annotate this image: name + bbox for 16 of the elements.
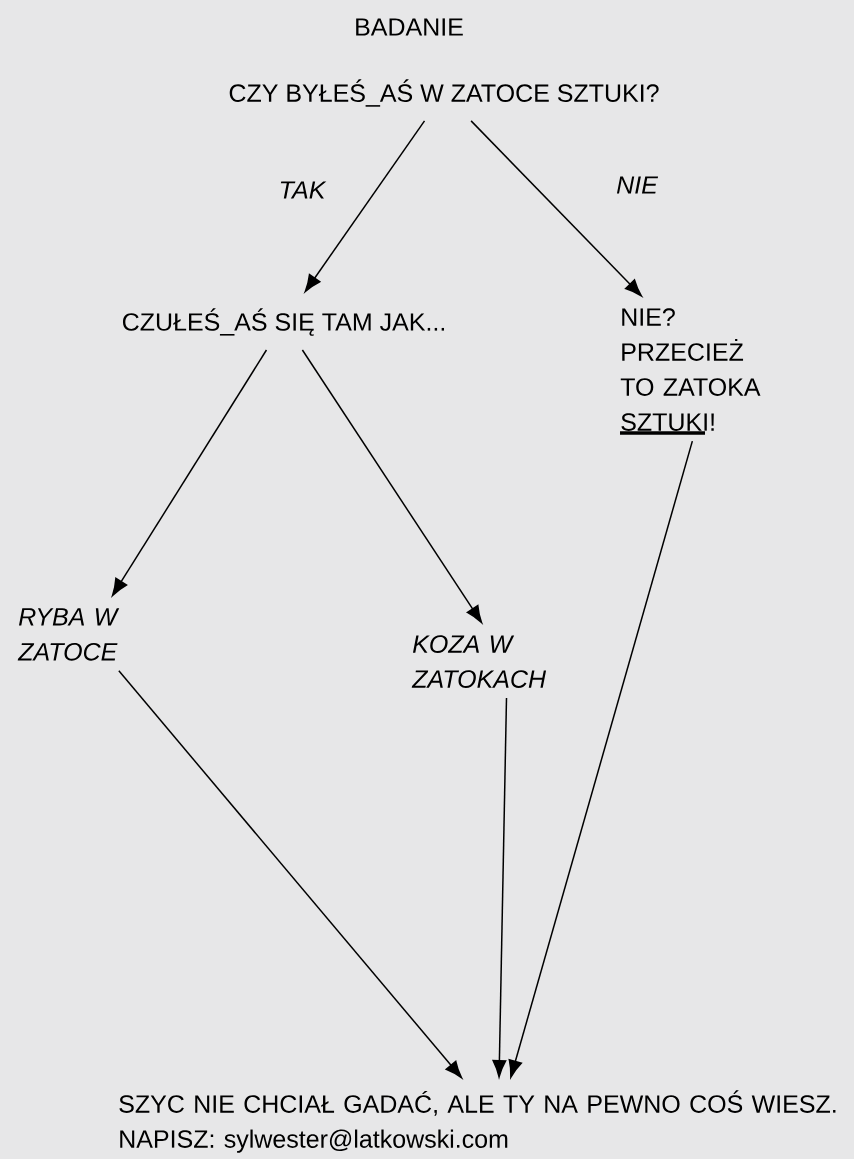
question-text: CZUŁEŚ_AŚ SIĘ TAM JAK... [122, 308, 444, 336]
arrow [470, 120, 643, 297]
arrow [111, 349, 268, 597]
arrow [301, 349, 483, 624]
question-text: CZY BYŁEŚ_AŚ W ZATOCE SZTUKI? [229, 79, 659, 107]
edge-label: NIE [614, 174, 660, 196]
arrow [304, 120, 426, 293]
edge-label: TAK [276, 179, 328, 201]
arrow [508, 440, 694, 1078]
arrow [492, 697, 508, 1078]
answer-text: RYBA W ZATOCE [17, 608, 120, 661]
answer-text: SZYC NIE CHCIAŁ GADAĆ, ALE TY NA PEWNO COŚ WIESZ. NAPISZ: sylwester@latkowski.com [119, 1090, 836, 1153]
answer-text: NIE? PRZECIEŻ TO ZATOKA SZTUKI! [620, 308, 761, 431]
arrow [118, 670, 463, 1079]
title: BADANIE [356, 18, 463, 36]
answer-text: KOZA W ZATOKACH [411, 635, 547, 688]
